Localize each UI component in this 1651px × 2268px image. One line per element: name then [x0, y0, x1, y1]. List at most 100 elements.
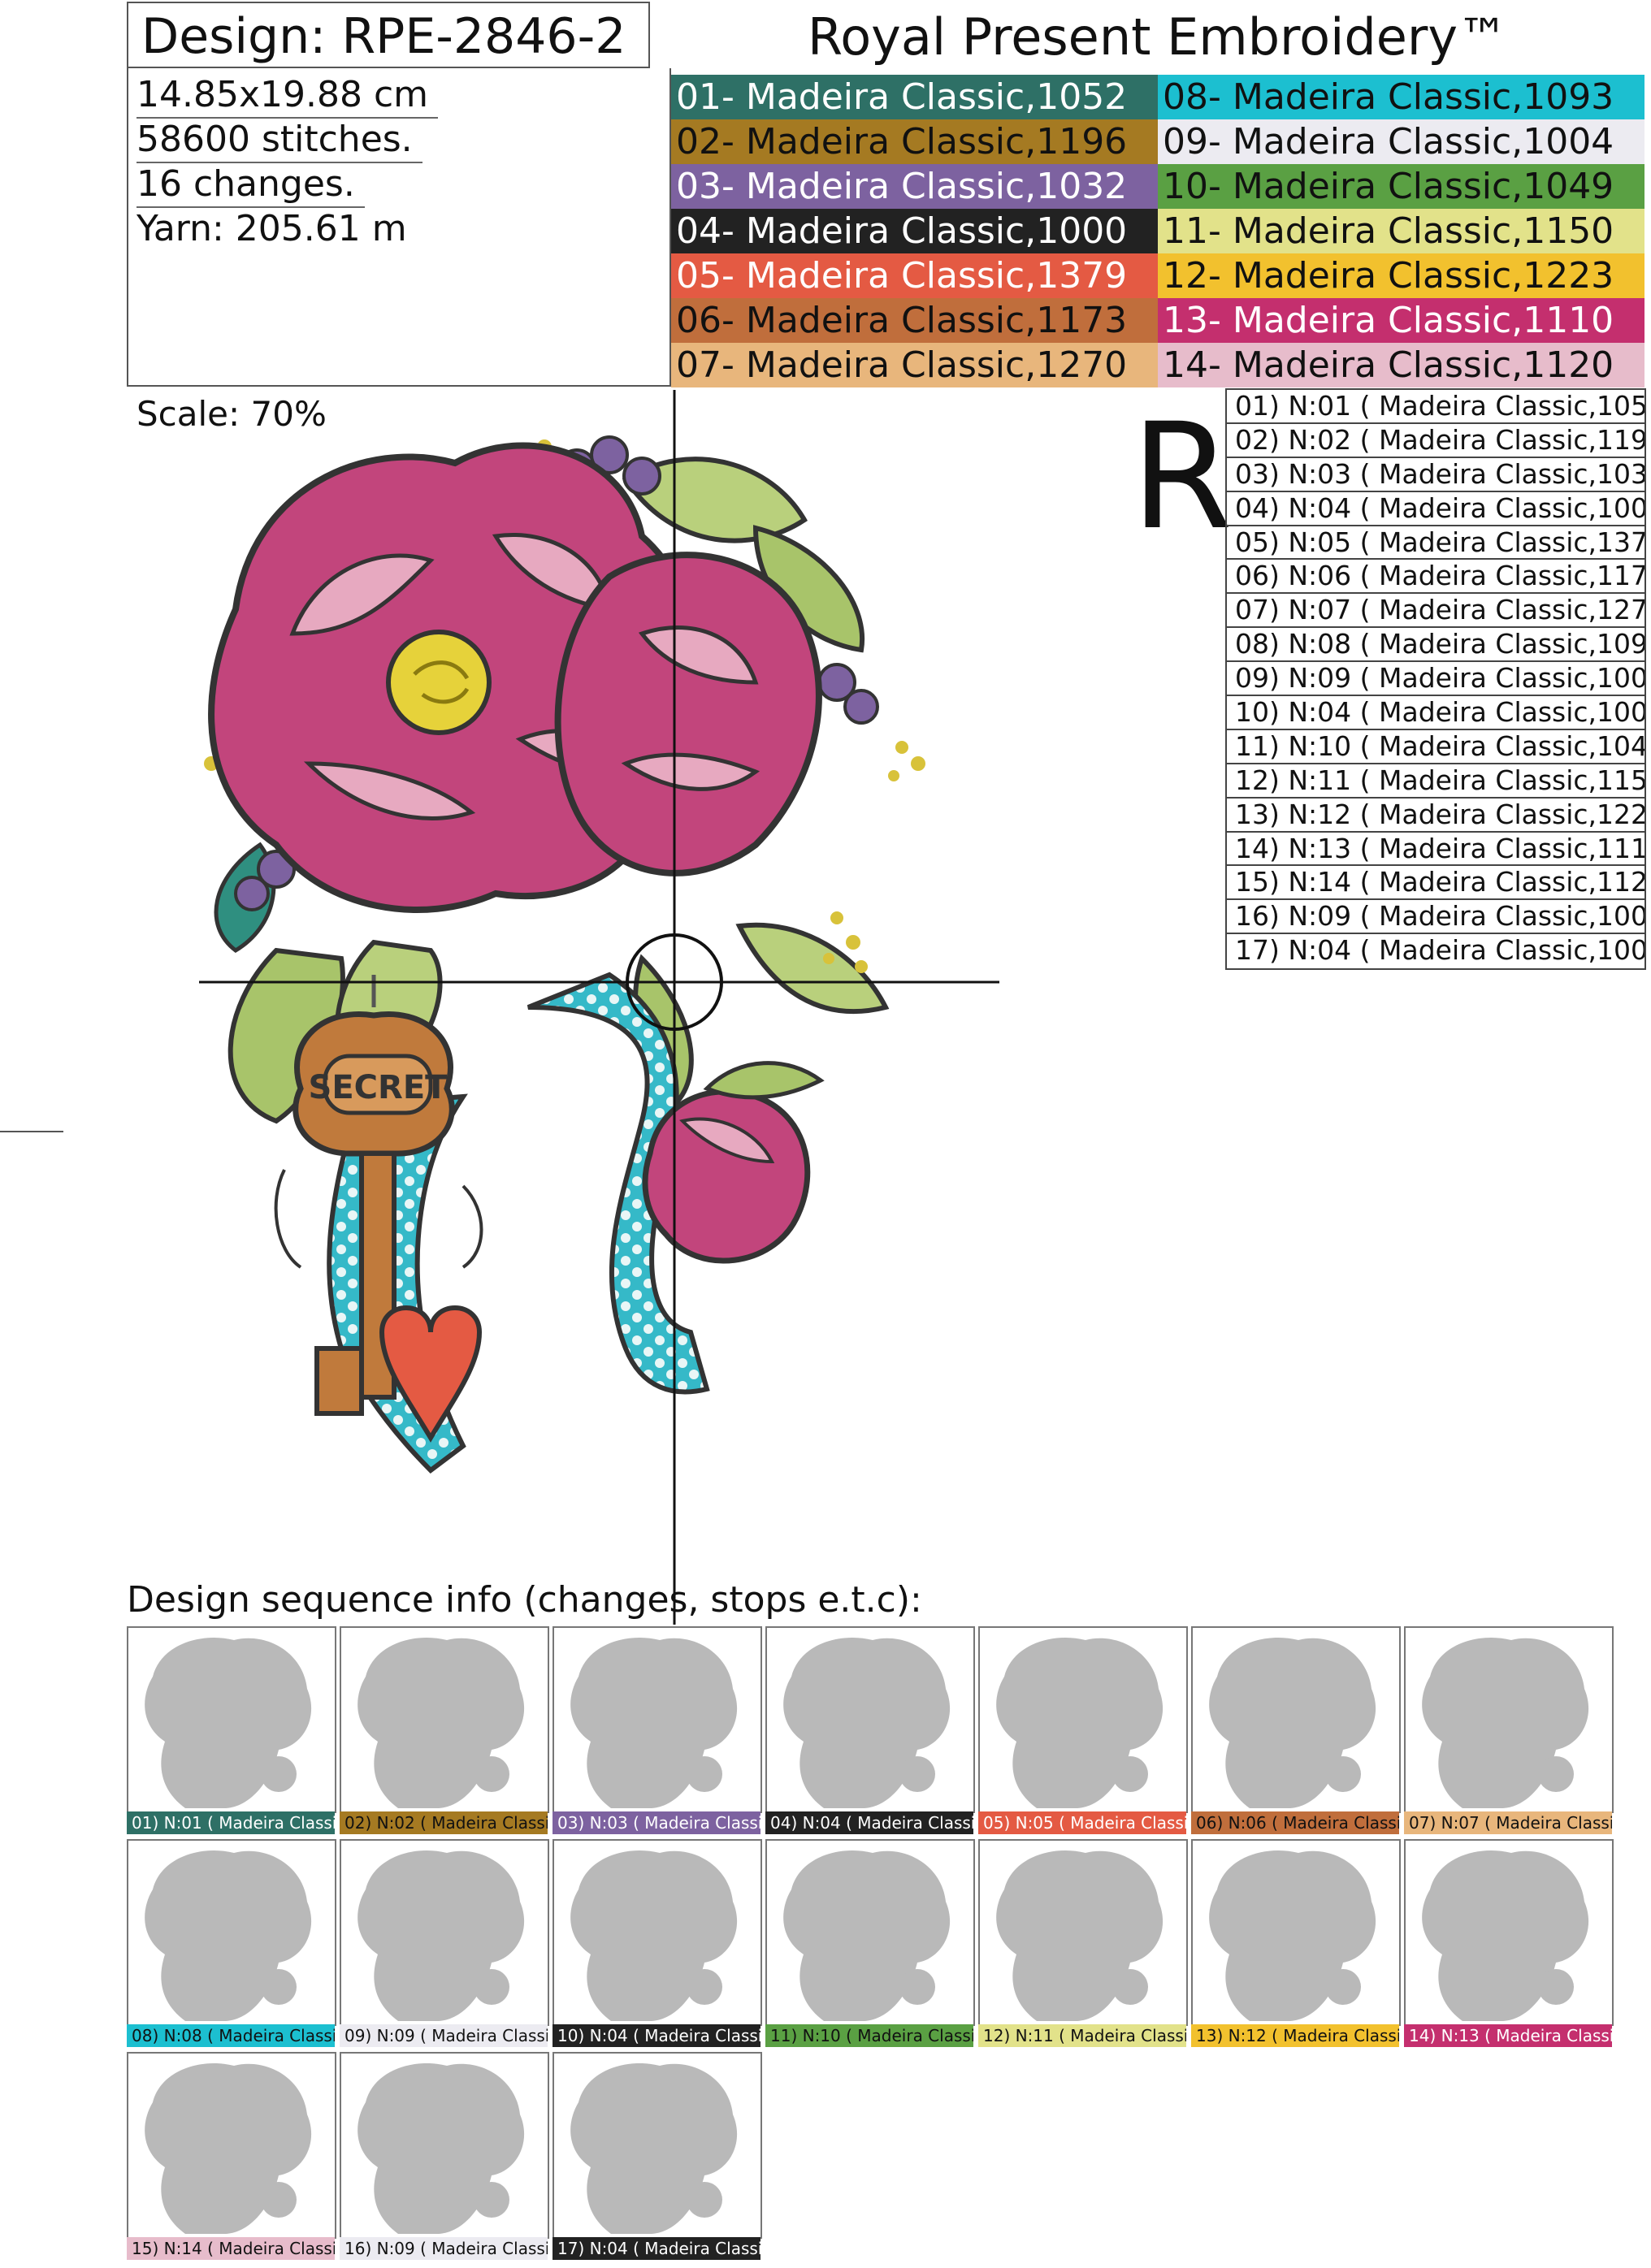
color-swatch: 09- Madeira Classic,1004 [1158, 119, 1644, 164]
thumbnail-frame [340, 1839, 549, 2026]
thread-sequence-table: 01) N:01 ( Madeira Classic,1052)02) N:02… [1225, 388, 1646, 971]
thumbnail-silhouette [570, 1638, 738, 1808]
thumbnail-silhouette [570, 2063, 738, 2234]
thumbnail-silhouette [570, 1850, 738, 2021]
scale-label: Scale: 70% [136, 394, 327, 434]
thumbnail-caption: 10) N:04 ( Madeira Classic,1000) [552, 2024, 760, 2047]
thumbnail-silhouette [1422, 1638, 1589, 1808]
sequence-row: 10) N:04 ( Madeira Classic,1000) [1227, 696, 1644, 730]
sequence-row: 15) N:14 ( Madeira Classic,1120) [1227, 866, 1644, 901]
embroidery-design-preview: SECRET [199, 390, 999, 1625]
sequence-row: 14) N:13 ( Madeira Classic,1110) [1227, 833, 1644, 867]
thumbnail-silhouette [996, 1850, 1164, 2021]
thumbnail-caption: 02) N:02 ( Madeira Classic,1196) [340, 1811, 548, 1834]
thumbnail-silhouette [1209, 1850, 1376, 2021]
change-count: 16 changes. [136, 162, 365, 208]
yarn-length: Yarn: 205.61 m [136, 208, 407, 249]
thumbnail-caption: 03) N:03 ( Madeira Classic,1032) [552, 1811, 760, 1834]
color-swatch: 01- Madeira Classic,1052 [671, 75, 1158, 119]
thumbnail-silhouette [358, 1638, 525, 1808]
thumbnail-frame [1191, 1839, 1401, 2026]
thumbnail-frame [340, 2052, 549, 2239]
sequence-thumbnail: 10) N:04 ( Madeira Classic,1000) [552, 1839, 762, 2047]
color-swatch: 05- Madeira Classic,1379 [671, 253, 1158, 298]
sequence-row: 16) N:09 ( Madeira Classic,1004) [1227, 900, 1644, 935]
sequence-thumbnail: 02) N:02 ( Madeira Classic,1196) [340, 1626, 549, 1834]
sequence-thumbnails: 01) N:01 ( Madeira Classic,1052)02) N:02… [127, 1626, 1614, 2260]
thumbnail-caption: 15) N:14 ( Madeira Classic,1120) [127, 2237, 335, 2260]
color-swatch: 11- Madeira Classic,1150 [1158, 209, 1644, 253]
thumbnail-frame [552, 2052, 762, 2239]
thumbnail-frame [765, 1626, 975, 1813]
sequence-thumbnail: 11) N:10 ( Madeira Classic,1049) [765, 1839, 975, 2047]
sequence-row: 09) N:09 ( Madeira Classic,1004) [1227, 662, 1644, 697]
r-mark: R [1131, 392, 1233, 562]
sequence-thumbnail: 13) N:12 ( Madeira Classic,1223) [1191, 1839, 1401, 2047]
thumbnail-frame [978, 1626, 1188, 1813]
sequence-thumbnail: 15) N:14 ( Madeira Classic,1120) [127, 2052, 336, 2260]
sequence-thumbnail: 08) N:08 ( Madeira Classic,1093) [127, 1839, 336, 2047]
thumbnail-silhouette [358, 1850, 525, 2021]
thumbnail-caption: 09) N:09 ( Madeira Classic,1004) [340, 2024, 548, 2047]
thumbnail-silhouette [1422, 1850, 1589, 2021]
brand-title: Royal Present Embroidery™ [807, 7, 1509, 67]
thumbnail-caption: 01) N:01 ( Madeira Classic,1052) [127, 1811, 335, 1834]
thumbnail-caption: 05) N:05 ( Madeira Classic,1379) [978, 1811, 1186, 1834]
thumbnail-frame [1404, 1839, 1614, 2026]
thumbnail-caption: 16) N:09 ( Madeira Classic,1004) [340, 2237, 548, 2260]
thumbnail-frame [552, 1626, 762, 1813]
stitch-count: 58600 stitches. [136, 118, 422, 163]
thumbnail-caption: 12) N:11 ( Madeira Classic,1150) [978, 2024, 1186, 2047]
thumbnail-caption: 11) N:10 ( Madeira Classic,1049) [765, 2024, 973, 2047]
key-label: SECRET [309, 1069, 448, 1106]
margin-tick [0, 1131, 63, 1132]
sequence-row: 01) N:01 ( Madeira Classic,1052) [1227, 390, 1644, 424]
sequence-thumbnail: 16) N:09 ( Madeira Classic,1004) [340, 2052, 549, 2260]
color-swatch: 07- Madeira Classic,1270 [671, 343, 1158, 387]
sequence-thumbnail: 03) N:03 ( Madeira Classic,1032) [552, 1626, 762, 1834]
sequence-thumbnail: 01) N:01 ( Madeira Classic,1052) [127, 1626, 336, 1834]
thumbnail-caption: 14) N:13 ( Madeira Classic,1110) [1404, 2024, 1612, 2047]
color-swatch: 02- Madeira Classic,1196 [671, 119, 1158, 164]
sequence-row: 04) N:04 ( Madeira Classic,1000) [1227, 492, 1644, 526]
sequence-row: 11) N:10 ( Madeira Classic,1049) [1227, 730, 1644, 764]
color-swatch: 04- Madeira Classic,1000 [671, 209, 1158, 253]
sequence-row: 02) N:02 ( Madeira Classic,1196) [1227, 424, 1644, 458]
sequence-thumbnail: 04) N:04 ( Madeira Classic,1000) [765, 1626, 975, 1834]
color-swatch: 13- Madeira Classic,1110 [1158, 298, 1644, 343]
sequence-thumbnail: 06) N:06 ( Madeira Classic,1173) [1191, 1626, 1401, 1834]
sequence-title: Design sequence info (changes, stops e.t… [127, 1579, 922, 1621]
secret-key: SECRET [274, 975, 483, 1443]
thumbnail-caption: 07) N:07 ( Madeira Classic,1270) [1404, 1811, 1612, 1834]
thumbnail-frame [1404, 1626, 1614, 1813]
thumbnail-caption: 04) N:04 ( Madeira Classic,1000) [765, 1811, 973, 1834]
thumbnail-silhouette [1209, 1638, 1376, 1808]
thumbnail-silhouette [145, 1638, 312, 1808]
thumbnail-frame [127, 1626, 336, 1813]
thumbnail-silhouette [783, 1850, 951, 2021]
color-swatch: 14- Madeira Classic,1120 [1158, 343, 1644, 387]
sequence-thumbnail: 17) N:04 ( Madeira Classic,1000) [552, 2052, 762, 2260]
thumbnail-caption: 06) N:06 ( Madeira Classic,1173) [1191, 1811, 1399, 1834]
center-crosshair [199, 390, 999, 1625]
thumbnail-silhouette [145, 2063, 312, 2234]
design-title: Design: RPE-2846-2 [127, 2, 650, 68]
color-swatch: 06- Madeira Classic,1173 [671, 298, 1158, 343]
rose-bud [642, 1061, 825, 1264]
sequence-thumbnail: 09) N:09 ( Madeira Classic,1004) [340, 1839, 549, 2047]
color-swatch: 12- Madeira Classic,1223 [1158, 253, 1644, 298]
thumbnail-frame [765, 1839, 975, 2026]
thumbnail-silhouette [996, 1638, 1164, 1808]
sequence-row: 08) N:08 ( Madeira Classic,1093) [1227, 628, 1644, 663]
thumbnail-caption: 13) N:12 ( Madeira Classic,1223) [1191, 2024, 1399, 2047]
sequence-thumbnail: 05) N:05 ( Madeira Classic,1379) [978, 1626, 1188, 1834]
sequence-thumbnail: 07) N:07 ( Madeira Classic,1270) [1404, 1626, 1614, 1834]
sequence-row: 17) N:04 ( Madeira Classic,1000) [1235, 934, 1644, 967]
sequence-row: 12) N:11 ( Madeira Classic,1150) [1227, 764, 1644, 799]
design-size: 14.85x19.88 cm [136, 73, 439, 119]
color-swatch: 08- Madeira Classic,1093 [1158, 75, 1644, 119]
thumbnail-silhouette [358, 2063, 525, 2234]
sequence-thumbnail: 14) N:13 ( Madeira Classic,1110) [1404, 1839, 1614, 2047]
thumbnail-frame [978, 1839, 1188, 2026]
